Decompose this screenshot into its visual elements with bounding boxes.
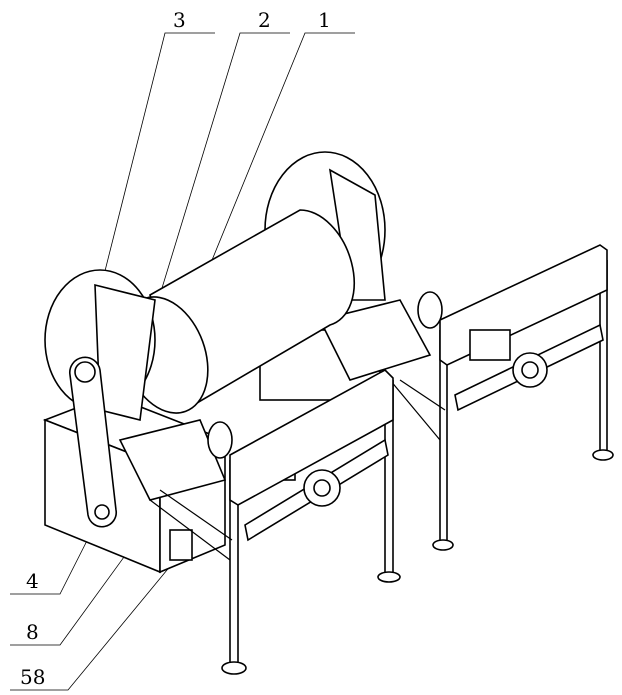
callout-4: 4 xyxy=(26,571,39,591)
callout-8: 8 xyxy=(26,622,39,642)
callout-1: 1 xyxy=(318,10,331,30)
callout-3: 3 xyxy=(173,10,186,30)
callout-2: 2 xyxy=(258,10,271,30)
callout-58: 58 xyxy=(20,667,45,687)
